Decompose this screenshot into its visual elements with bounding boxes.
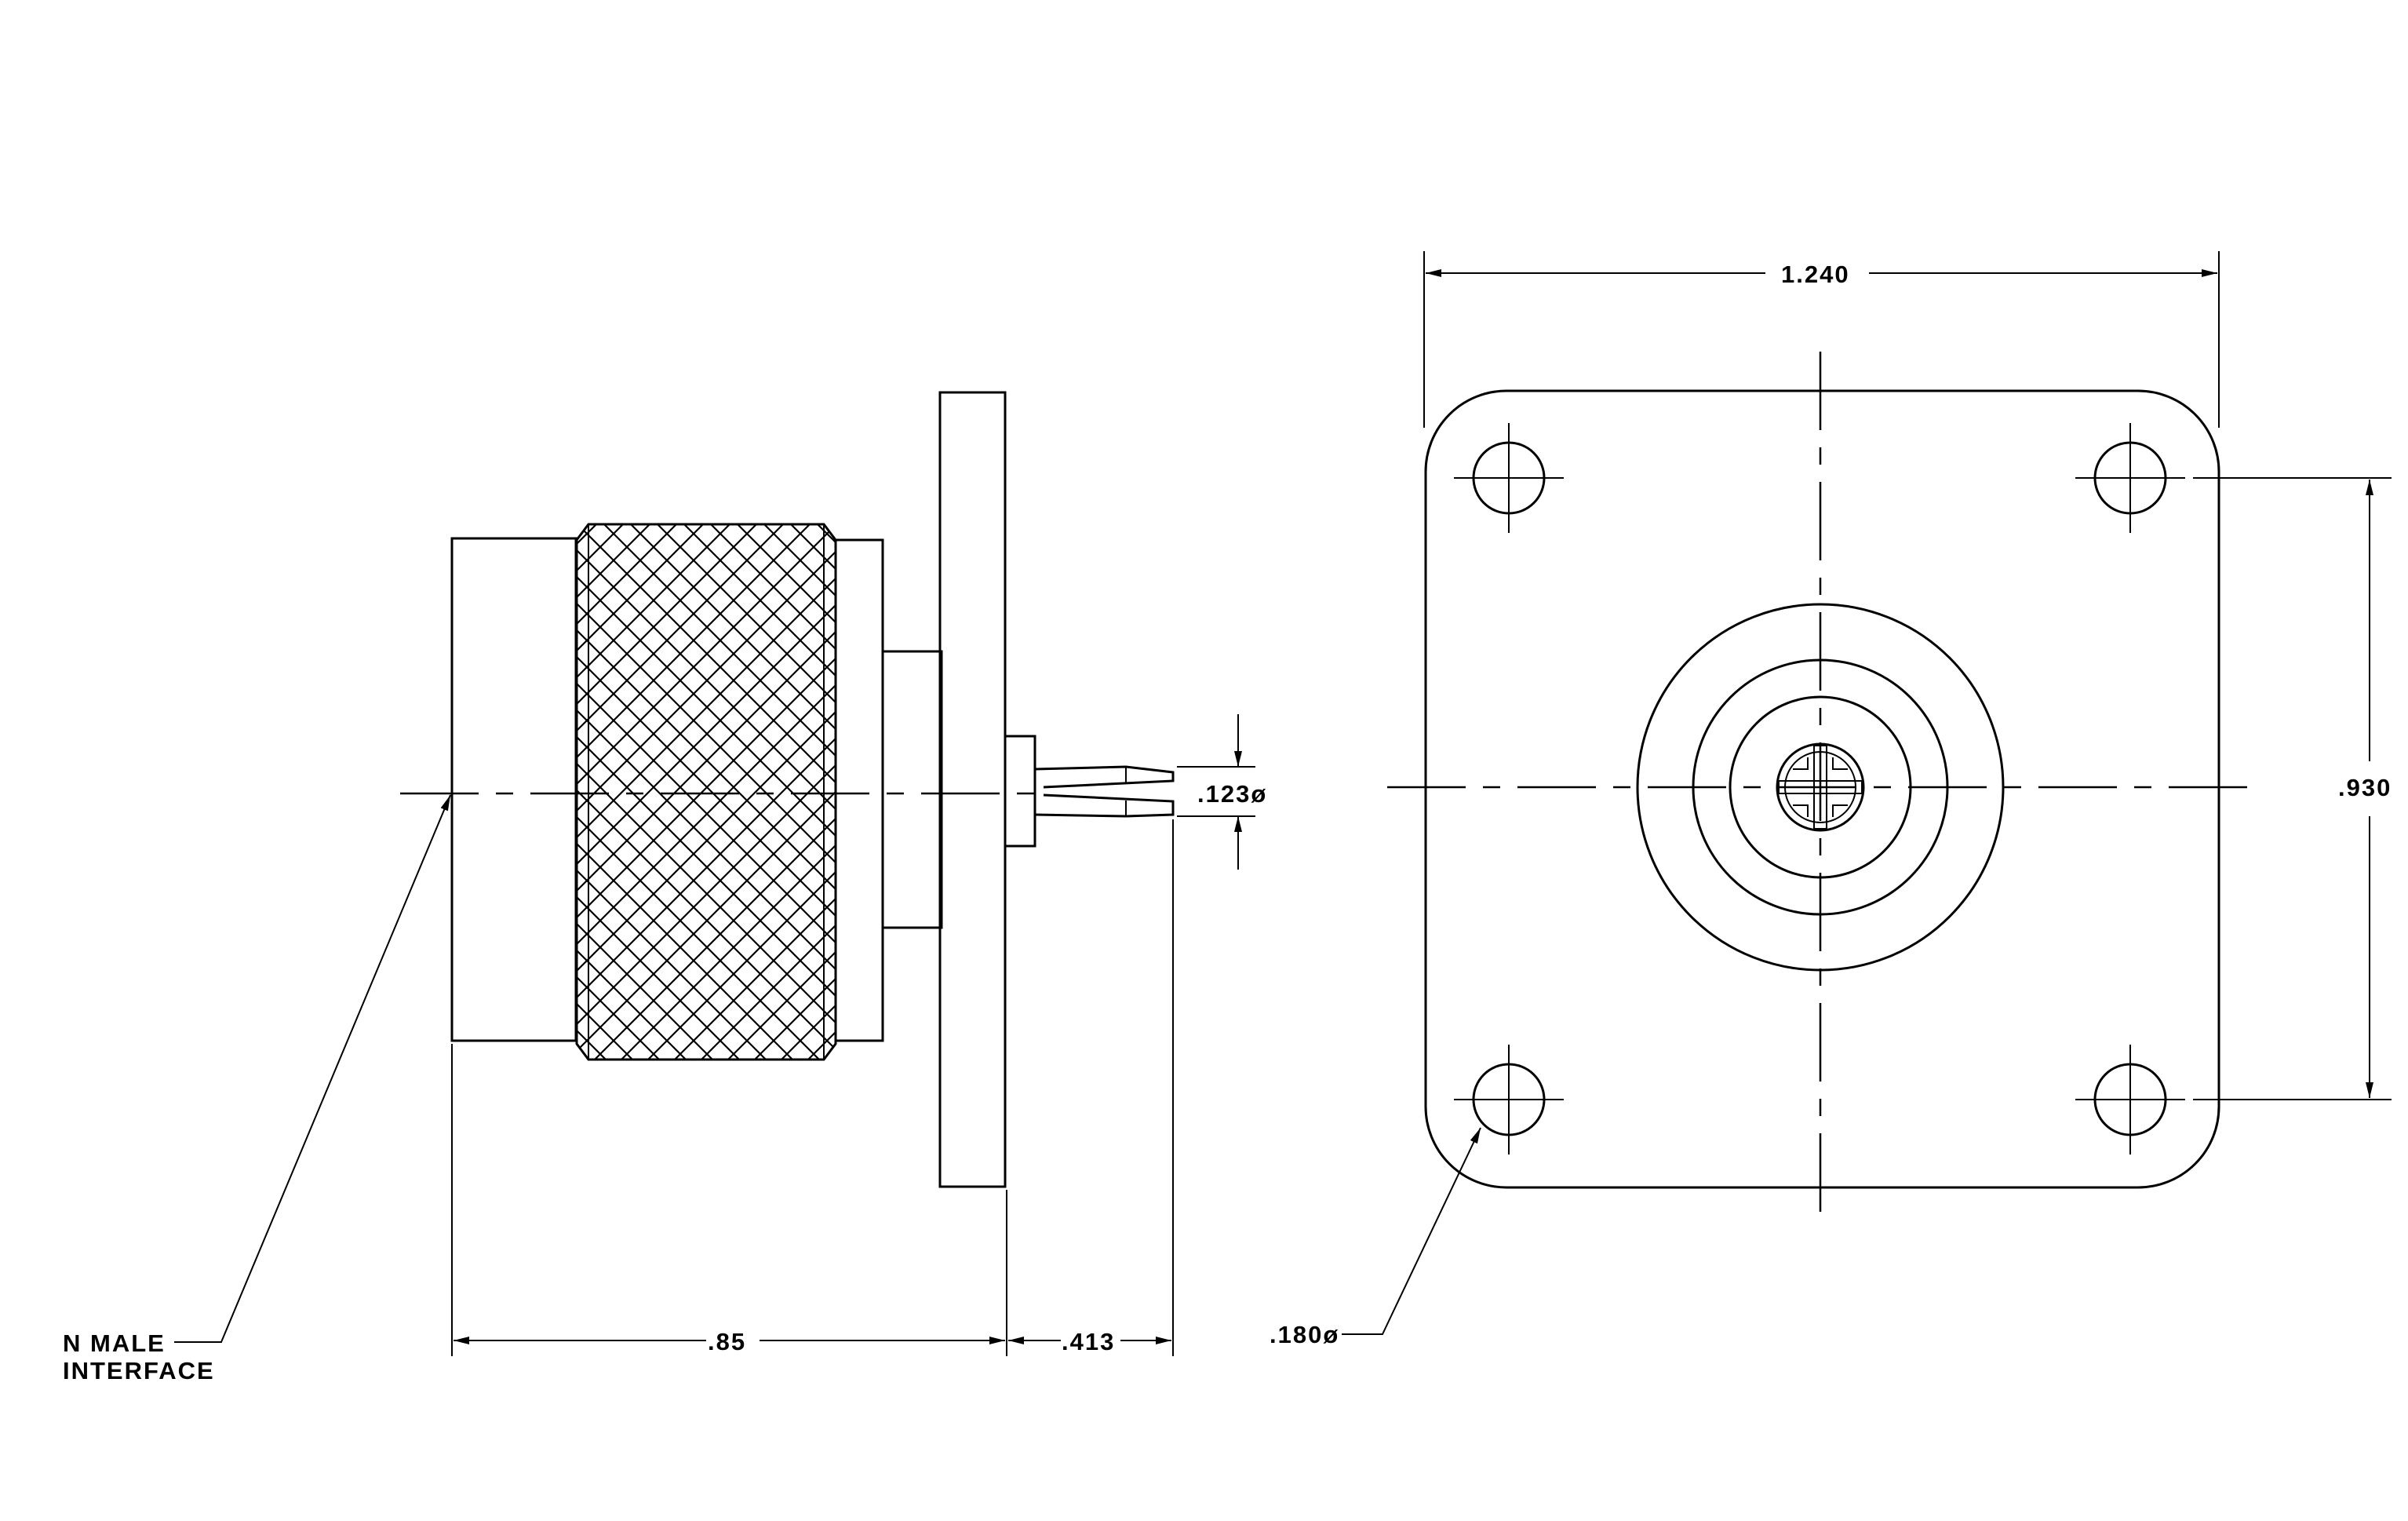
flange-outline [1424,389,2220,1189]
rear-body [834,538,884,1042]
mounting-hole-top-left [1454,423,1564,533]
pin-diameter-label: .123ø [1197,780,1267,808]
width-dimension-label: 1.240 [1781,261,1850,288]
length-dimension-label: .85 [708,1328,746,1355]
knurled-coupling-nut [575,523,837,1061]
mounting-hole-bottom-left [1454,1045,1564,1154]
interface-label-line1: N MALE [63,1330,166,1357]
height-dimension-label: .930 [2338,774,2392,801]
pin-length-label: .413 [1062,1328,1115,1355]
mounting-hole-bottom-right [2075,1045,2185,1154]
mounting-hole-top-right [2075,423,2185,533]
flange [938,391,1007,1188]
front-barrel [450,537,577,1042]
hole-diameter-label: .180ø [1270,1321,1339,1348]
solder-cup-pin [1034,765,1175,818]
neck [881,650,943,929]
front-view: 1.240 .930 .180ø [1270,251,2392,1348]
interface-label-line2: INTERFACE [63,1357,215,1384]
pin-boss [1004,735,1036,848]
side-view: .123ø .85 .413 N MALE INTERFACE [63,391,1267,1384]
